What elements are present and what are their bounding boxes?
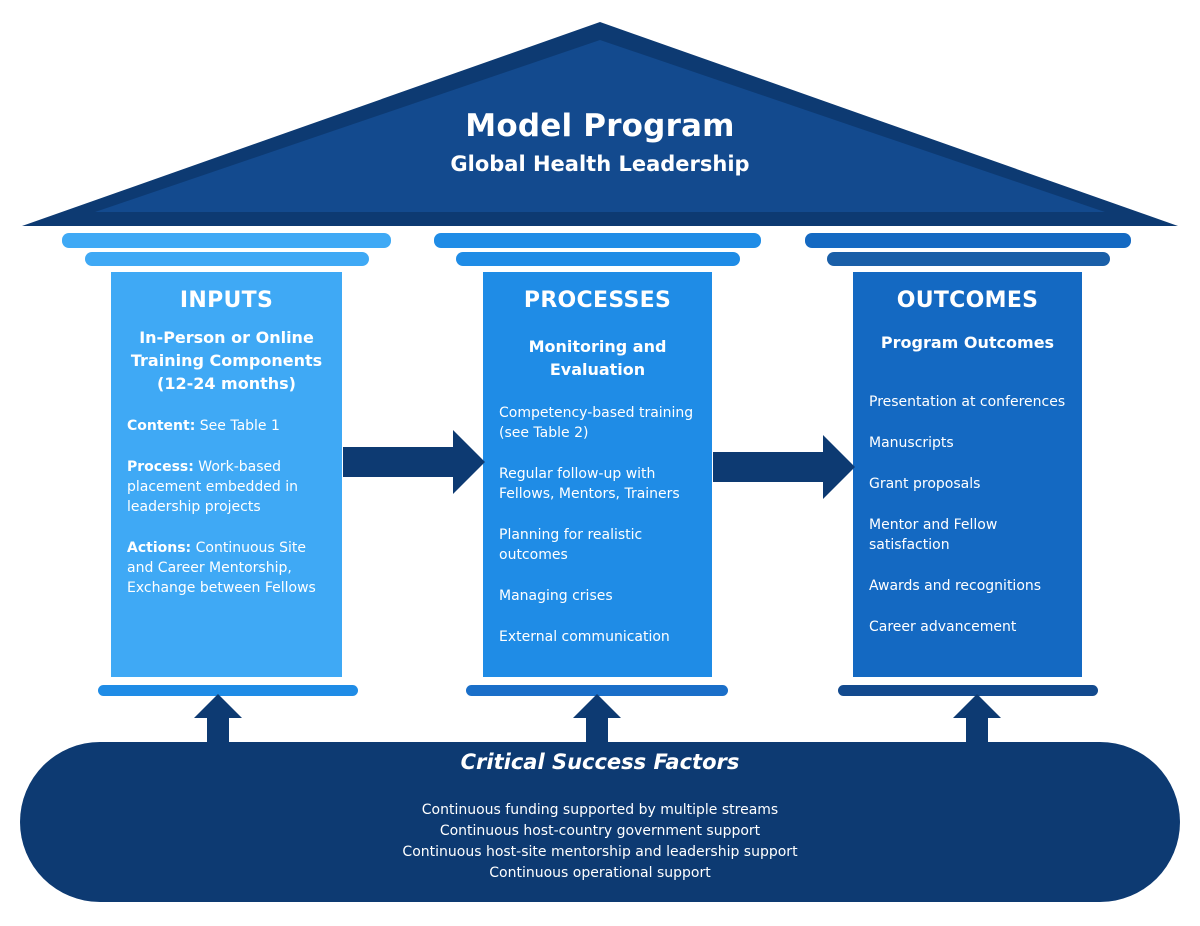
- foundation-title: Critical Success Factors: [460, 750, 740, 774]
- list-item: Managing crises: [499, 588, 613, 604]
- column-items: Presentation at conferences Manuscripts …: [869, 392, 1066, 637]
- capital-inputs-top: [62, 233, 391, 248]
- list-item: Planning for realistic outcomes: [499, 527, 643, 563]
- list-item: Awards and recognitions: [869, 578, 1042, 594]
- foundation-list: Continuous funding supported by multiple…: [0, 800, 1200, 884]
- list-item: Grant proposals: [869, 476, 981, 492]
- capital-inputs-bottom: [85, 252, 369, 266]
- column-subheading: In-Person or Online Training Components …: [130, 328, 323, 393]
- list-item: Content: See Table 1: [127, 418, 280, 434]
- up-arrow-processes-icon: [573, 694, 621, 746]
- list-item: Mentor and Fellow satisfaction: [869, 517, 998, 553]
- list-item: Regular follow-up with Fellows, Mentors,…: [499, 466, 680, 502]
- up-arrow-outcomes-icon: [953, 694, 1001, 746]
- arrow-processes-to-outcomes-icon: [713, 435, 855, 499]
- roof: [22, 22, 1178, 226]
- list-item: Actions: Continuous Site and Career Ment…: [127, 540, 316, 596]
- capital-outcomes-top: [805, 233, 1131, 248]
- column-items: Competency-based training (see Table 2) …: [499, 403, 696, 647]
- list-item: Continuous funding supported by multiple…: [421, 802, 779, 818]
- column-inputs: INPUTS In-Person or Online Training Comp…: [111, 272, 342, 677]
- column-heading: OUTCOMES: [896, 288, 1039, 313]
- list-item: Career advancement: [869, 619, 1017, 635]
- list-item: Continuous operational support: [489, 865, 711, 881]
- foundation: [20, 742, 1180, 902]
- up-arrow-inputs-icon: [194, 694, 242, 746]
- column-subheading: Monitoring and Evaluation: [528, 337, 667, 379]
- column-outcomes: OUTCOMES Program Outcomes Presentation a…: [853, 272, 1082, 677]
- capital-processes-bottom: [456, 252, 740, 266]
- capital-outcomes-bottom: [827, 252, 1110, 266]
- base-inputs: [98, 685, 358, 696]
- base-outcomes: [838, 685, 1098, 696]
- column-heading: INPUTS: [179, 288, 274, 313]
- arrow-inputs-to-processes-icon: [343, 430, 485, 494]
- diagram-subtitle: Global Health Leadership: [450, 152, 750, 176]
- list-item: Manuscripts: [869, 435, 954, 451]
- diagram-title: Model Program: [465, 108, 735, 144]
- capital-processes-top: [434, 233, 761, 248]
- list-item: Continuous host-site mentorship and lead…: [402, 844, 798, 860]
- list-item: External communication: [499, 629, 670, 645]
- list-item: Competency-based training (see Table 2): [499, 405, 694, 441]
- list-item: Presentation at conferences: [869, 394, 1066, 410]
- list-item: Continuous host-country government suppo…: [439, 823, 761, 839]
- base-processes: [466, 685, 728, 696]
- column-subheading: Program Outcomes: [880, 333, 1055, 352]
- column-heading: PROCESSES: [523, 288, 672, 313]
- roof-inner: [95, 40, 1105, 212]
- list-item: Process: Work-based placement embedded i…: [127, 459, 298, 515]
- column-processes: PROCESSES Monitoring and Evaluation Comp…: [483, 272, 712, 677]
- column-items: Content: See Table 1 Process: Work-based…: [127, 416, 326, 598]
